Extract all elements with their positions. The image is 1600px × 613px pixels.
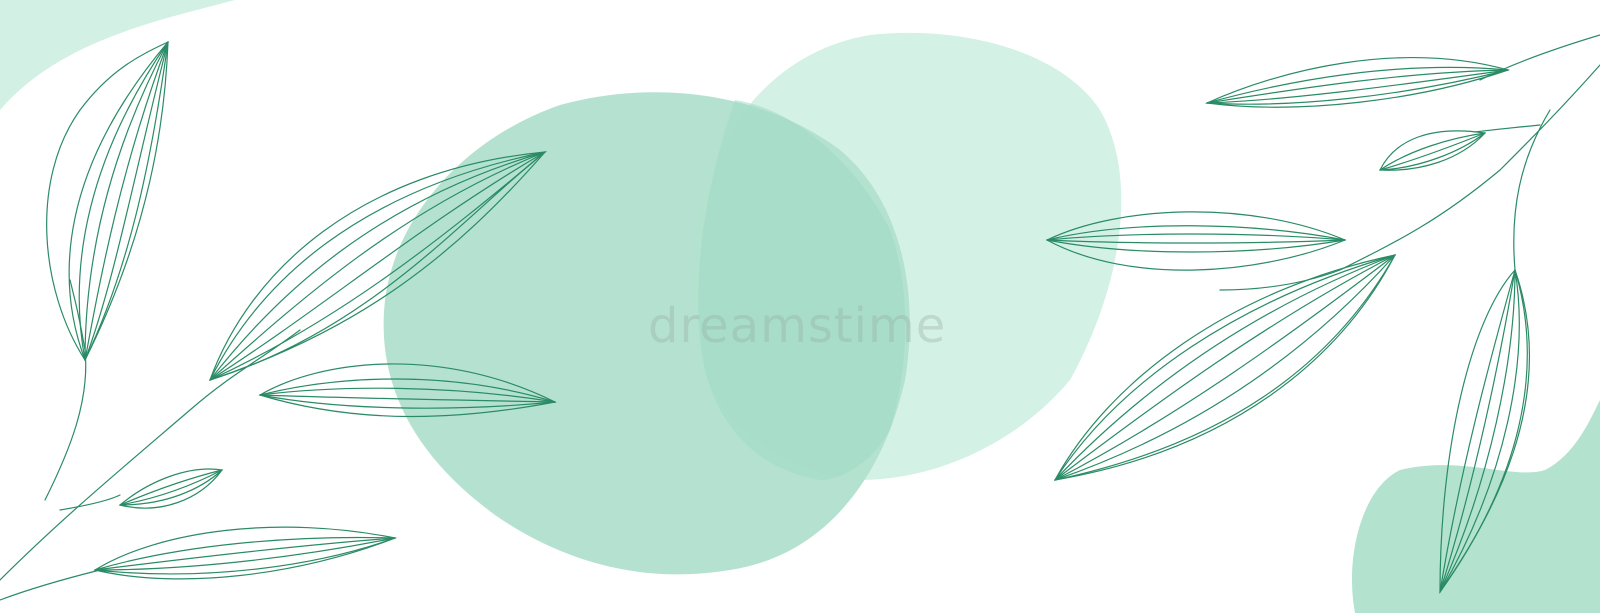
leaf-right-small <box>1379 130 1487 171</box>
leaf-left-large <box>209 151 547 381</box>
stem-left-lower <box>0 569 101 601</box>
stem-left-main <box>0 329 301 581</box>
leaf-right-vertical <box>1439 268 1530 594</box>
leaf-right-top <box>1204 57 1511 108</box>
leaf-left-vertical <box>46 41 169 362</box>
leaf-left-small <box>118 468 224 509</box>
stem-left-small <box>59 494 121 511</box>
stem-right-small <box>1474 124 1541 133</box>
stem-right-curve <box>1219 64 1600 291</box>
stem-right-vertical <box>1513 109 1551 271</box>
stem-right-main <box>1479 34 1600 81</box>
watermark-text: dreamstime <box>648 298 947 354</box>
stem-left-vertical <box>44 279 87 501</box>
corner-shape-bottom-right <box>1352 400 1600 613</box>
leaf-right-middle <box>1045 211 1347 271</box>
corner-shape-top-left <box>0 0 235 110</box>
leaf-left-middle <box>258 363 557 418</box>
blob-overlap <box>698 100 906 480</box>
leaf-left-bottom <box>93 526 398 580</box>
leaf-right-large <box>1053 254 1397 481</box>
